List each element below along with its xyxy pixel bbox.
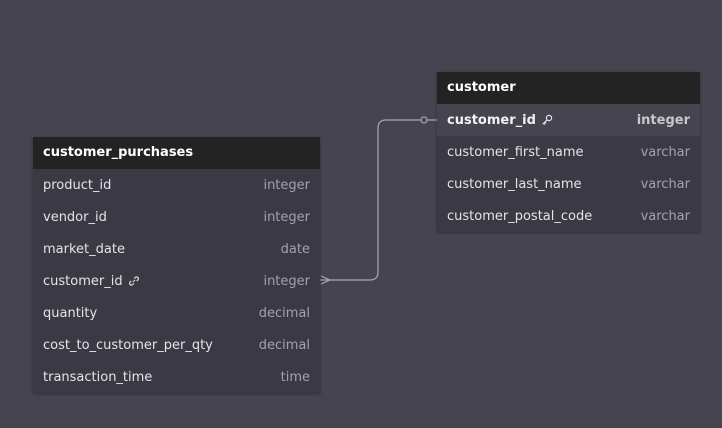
field-row-primary-key[interactable]: customer_id integer bbox=[437, 104, 700, 136]
field-name: customer_postal_code bbox=[447, 208, 593, 224]
field-row[interactable]: market_date date bbox=[33, 233, 320, 265]
optional-one-circle-icon bbox=[420, 116, 428, 124]
field-row[interactable]: quantity decimal bbox=[33, 297, 320, 329]
field-row[interactable]: customer_last_name varchar bbox=[437, 168, 700, 200]
field-name: customer_id bbox=[43, 273, 123, 289]
field-type: integer bbox=[263, 177, 310, 193]
field-row[interactable]: customer_first_name varchar bbox=[437, 136, 700, 168]
field-row[interactable]: customer_postal_code varchar bbox=[437, 200, 700, 232]
field-type: integer bbox=[263, 273, 310, 289]
field-row[interactable]: cost_to_customer_per_qty decimal bbox=[33, 329, 320, 361]
field-name: vendor_id bbox=[43, 209, 107, 225]
field-row[interactable]: product_id integer bbox=[33, 169, 320, 201]
field-row-foreign-key[interactable]: customer_id integer bbox=[33, 265, 320, 297]
field-name: quantity bbox=[43, 305, 98, 321]
key-icon bbox=[541, 114, 553, 126]
field-name: cost_to_customer_per_qty bbox=[43, 337, 213, 353]
table-header[interactable]: customer_purchases bbox=[33, 137, 320, 169]
field-type: decimal bbox=[258, 337, 310, 353]
field-row[interactable]: transaction_time time bbox=[33, 361, 320, 393]
field-row[interactable]: vendor_id integer bbox=[33, 201, 320, 233]
field-name: market_date bbox=[43, 241, 125, 257]
field-type: integer bbox=[636, 112, 690, 128]
crows-foot-many-icon bbox=[320, 275, 331, 285]
relationship-line bbox=[320, 119, 437, 281]
field-type: integer bbox=[263, 209, 310, 225]
field-type: varchar bbox=[640, 208, 690, 224]
field-name: customer_first_name bbox=[447, 144, 584, 160]
table-customer-purchases[interactable]: customer_purchases product_id integer ve… bbox=[33, 137, 320, 393]
field-type: decimal bbox=[258, 305, 310, 321]
link-icon bbox=[128, 275, 140, 287]
field-type: date bbox=[280, 241, 310, 257]
field-name: customer_id bbox=[447, 112, 536, 128]
field-type: varchar bbox=[640, 144, 690, 160]
table-customer[interactable]: customer customer_id integer customer_fi… bbox=[437, 72, 700, 232]
field-name: product_id bbox=[43, 177, 112, 193]
table-header[interactable]: customer bbox=[437, 72, 700, 104]
field-name: transaction_time bbox=[43, 369, 153, 385]
field-type: time bbox=[280, 369, 310, 385]
field-type: varchar bbox=[640, 176, 690, 192]
field-name: customer_last_name bbox=[447, 176, 582, 192]
